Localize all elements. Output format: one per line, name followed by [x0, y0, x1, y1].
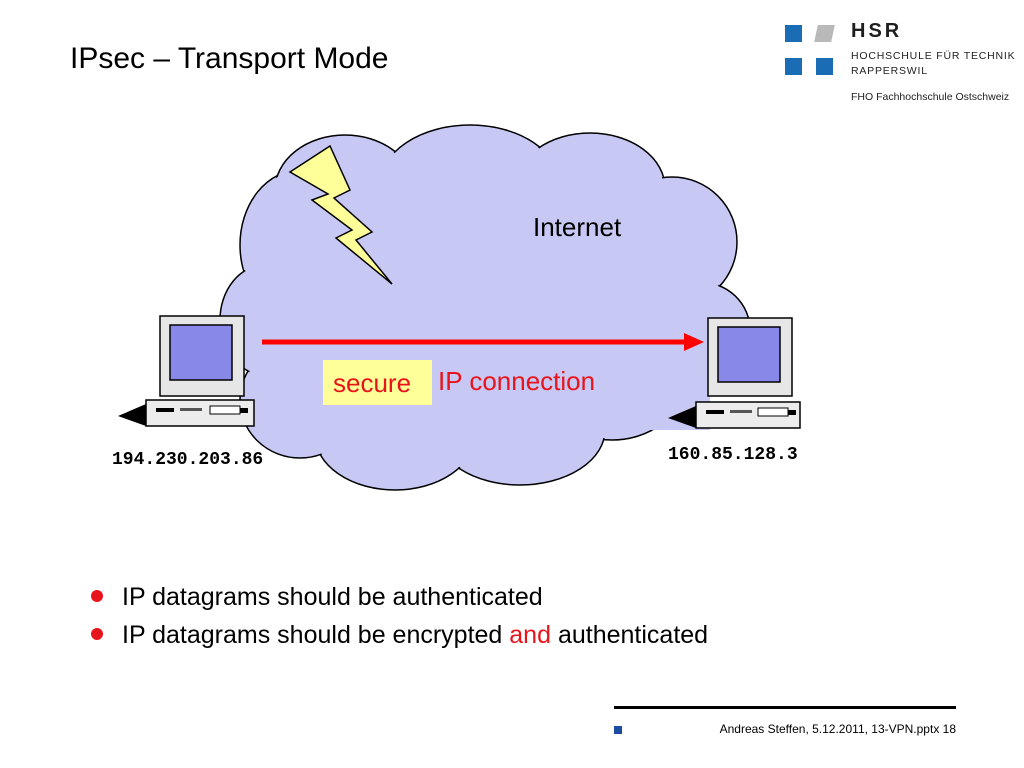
logo-square-icon	[785, 58, 802, 75]
footer-square-icon	[614, 726, 622, 734]
bullet-item: IP datagrams should be authenticated	[88, 578, 708, 616]
right-host-ip: 160.85.128.3	[668, 445, 798, 465]
hsr-logo: HSR HOCHSCHULE FÜR TECHNIK RAPPERSWIL FH…	[785, 20, 1015, 110]
bullet-text-accent: and	[509, 621, 551, 649]
computer-icon	[118, 315, 255, 427]
logo-line-2: RAPPERSWIL	[851, 65, 928, 77]
bullet-text: IP datagrams should be authenticated	[122, 583, 543, 611]
logo-square-icon	[816, 58, 833, 75]
slide-title: IPsec – Transport Mode	[70, 42, 389, 75]
bullet-item: IP datagrams should be encrypted and aut…	[88, 616, 708, 654]
left-host-ip: 194.230.203.86	[112, 450, 263, 470]
bullet-text-after: authenticated	[551, 621, 709, 649]
bullet-dot-icon	[91, 628, 103, 640]
footer-divider	[614, 706, 956, 709]
bullet-text-before: IP datagrams should be encrypted	[122, 621, 510, 649]
network-diagram: Internet secure IP connection 194.230.20…	[112, 124, 801, 491]
bullet-list: IP datagrams should be authenticated IP …	[88, 578, 708, 654]
logo-line-3: FHO Fachhochschule Ostschweiz	[851, 91, 1010, 103]
footer-text: Andreas Steffen, 5.12.2011, 13-VPN.pptx …	[719, 722, 956, 736]
cloud-label: Internet	[533, 212, 622, 242]
logo-line-1: HOCHSCHULE FÜR TECHNIK	[851, 50, 1016, 62]
cloud-fill	[221, 126, 749, 489]
computer-icon	[668, 317, 801, 429]
lightning-bolt-icon	[288, 144, 393, 285]
logo-name: HSR	[851, 20, 903, 42]
secure-label: secure	[333, 368, 411, 398]
connection-arrow	[262, 333, 704, 351]
logo-square-icon	[785, 25, 802, 42]
bullet-dot-icon	[91, 590, 103, 602]
secure-highlight	[323, 360, 432, 405]
connection-label: IP connection	[438, 366, 595, 396]
